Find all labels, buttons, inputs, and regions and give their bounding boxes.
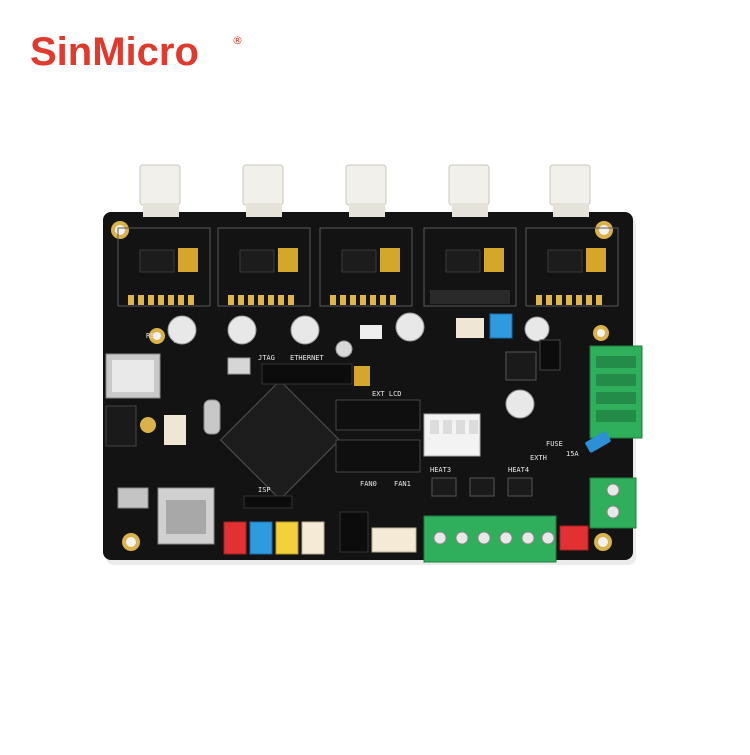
svg-text:HEAT4: HEAT4 xyxy=(508,466,529,474)
svg-text:FAN0: FAN0 xyxy=(360,480,377,488)
svg-text:100: 100 xyxy=(173,321,186,329)
registered-mark: ® xyxy=(232,34,243,47)
cap-voltage-label: 35V xyxy=(174,329,187,337)
svg-text:RVT: RVT xyxy=(174,337,187,345)
cap-series-label: RVT xyxy=(174,337,187,345)
ext-lcd-header-2 xyxy=(335,439,421,473)
reset-switch xyxy=(227,357,251,375)
heat-label: HEAT3 xyxy=(430,466,451,474)
fuse xyxy=(585,431,611,453)
cap-value-label: 100 xyxy=(173,321,186,329)
bed-terminal-block xyxy=(589,477,637,529)
svg-text:HEAT3: HEAT3 xyxy=(430,466,451,474)
jtag-label: JTAG xyxy=(258,354,275,362)
motor-connectors xyxy=(139,164,591,217)
svg-text:35V: 35V xyxy=(174,329,187,337)
mcu-chip xyxy=(219,379,341,501)
stepper-drivers xyxy=(117,227,619,307)
svg-text:15A: 15A xyxy=(566,450,579,458)
svg-text:JTAG: JTAG xyxy=(258,354,275,362)
svg-text:FUSE: FUSE xyxy=(546,440,563,448)
svg-text:ETHERNET: ETHERNET xyxy=(290,354,325,362)
endstop-connectors xyxy=(223,521,325,555)
rst-label: RST xyxy=(146,332,159,340)
power-terminal-block xyxy=(589,345,643,439)
ext-lcd-header-1 xyxy=(335,399,421,431)
fan0-label: FAN0 xyxy=(360,480,377,488)
heat-label-4: HEAT4 xyxy=(508,466,529,474)
svg-text:RST: RST xyxy=(146,332,159,340)
usb-port xyxy=(117,487,149,509)
svg-text:EXT LCD: EXT LCD xyxy=(372,390,402,398)
brand-name: SinMicro xyxy=(30,30,199,74)
svg-text:EXTH: EXTH xyxy=(530,454,547,462)
fuse-label: FUSE xyxy=(546,440,563,448)
ethernet-label: ETHERNET xyxy=(290,354,325,362)
ext-lcd-label: EXT LCD xyxy=(372,390,402,398)
svg-text:ISP: ISP xyxy=(258,486,271,494)
fan1-label: FAN1 xyxy=(394,480,411,488)
capacitors xyxy=(167,312,550,419)
exth-label: EXTH xyxy=(530,454,547,462)
isp-label: ISP xyxy=(258,486,271,494)
fuse-rating-label: 15A xyxy=(566,450,579,458)
heater-terminal-block xyxy=(423,515,557,563)
brand-logo: SinMicro xyxy=(30,30,199,75)
svg-text:FAN1: FAN1 xyxy=(394,480,411,488)
